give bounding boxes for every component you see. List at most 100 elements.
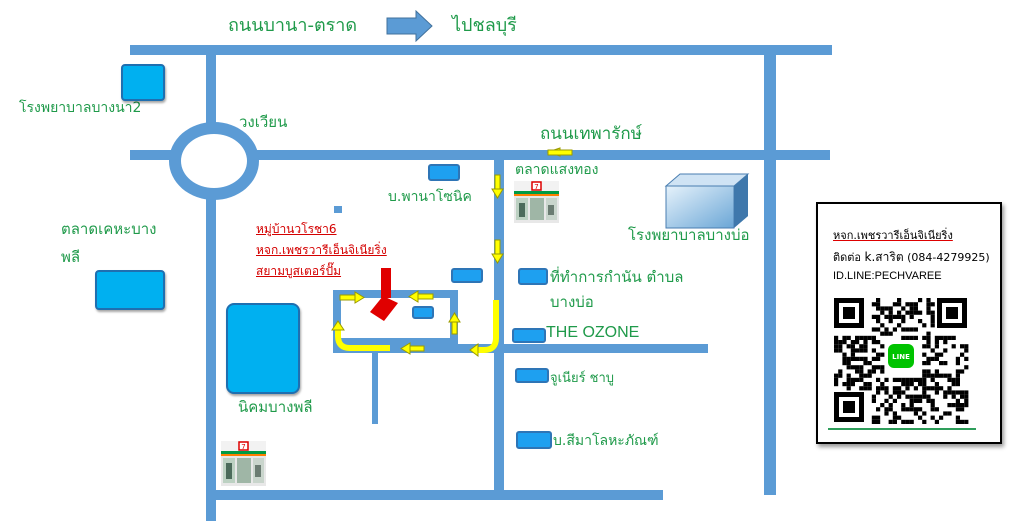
qr-module	[909, 310, 914, 315]
yellow-arrow-icon	[448, 312, 461, 335]
qr-module	[926, 344, 931, 349]
qr-module	[955, 403, 960, 408]
qr-module	[855, 356, 860, 361]
industrial-estate-building	[226, 303, 300, 394]
qr-module	[930, 356, 935, 361]
qr-module	[913, 310, 918, 315]
storefront-photo-icon: 7	[221, 441, 266, 486]
road-soi-stub	[372, 352, 378, 424]
qr-module	[943, 373, 948, 378]
qr-module	[901, 382, 906, 387]
qr-module	[955, 356, 960, 361]
qr-module	[888, 407, 893, 412]
qr-module	[934, 419, 939, 424]
qr-module	[876, 415, 881, 420]
qr-module	[947, 373, 952, 378]
qr-module	[888, 419, 893, 424]
qr-module	[850, 348, 855, 353]
qr-module	[934, 390, 939, 395]
qr-module	[880, 382, 885, 387]
company-pump-label: สยามบูสเตอร์ปั๊ม	[256, 264, 342, 278]
qr-module	[871, 365, 876, 370]
qr-module	[909, 327, 914, 332]
qr-module	[884, 306, 889, 311]
qr-module	[859, 356, 864, 361]
qr-module	[859, 386, 864, 391]
yellow-arrow-icon	[408, 290, 434, 303]
qr-module	[855, 348, 860, 353]
qr-module	[934, 407, 939, 412]
qr-module	[901, 377, 906, 382]
qr-module	[930, 373, 935, 378]
qr-module	[892, 411, 897, 416]
qr-module	[871, 356, 876, 361]
qr-module	[913, 407, 918, 412]
qr-module	[867, 382, 872, 387]
qr-module	[909, 407, 914, 412]
qr-module	[850, 365, 855, 370]
qr-module	[926, 335, 931, 340]
road-bottom	[207, 490, 663, 500]
qr-module	[930, 323, 935, 328]
qr-module	[939, 352, 944, 357]
qr-module	[838, 369, 843, 374]
qr-module	[876, 386, 881, 391]
qr-module	[901, 390, 906, 395]
ozone-building	[512, 328, 546, 343]
hospital-bangna2-building	[121, 64, 165, 101]
qr-module	[871, 327, 876, 332]
building-icon	[664, 173, 750, 229]
qr-module	[876, 298, 881, 303]
junior-building	[515, 368, 549, 383]
qr-module	[955, 407, 960, 412]
qr-module	[951, 382, 956, 387]
qr-module	[960, 394, 965, 399]
qr-module	[888, 314, 893, 319]
qr-module	[842, 361, 847, 366]
qr-module	[964, 419, 969, 424]
qr-module	[926, 369, 931, 374]
qr-module	[922, 323, 927, 328]
qr-module	[922, 335, 927, 340]
qr-module	[867, 335, 872, 340]
qr-module	[842, 382, 847, 387]
qr-module	[876, 306, 881, 311]
qr-module	[926, 386, 931, 391]
qr-module	[943, 411, 948, 416]
qr-module	[951, 390, 956, 395]
qr-module	[955, 373, 960, 378]
qr-module	[943, 361, 948, 366]
qr-module	[850, 344, 855, 349]
qr-module	[876, 390, 881, 395]
qr-module	[955, 415, 960, 420]
qr-module	[892, 390, 897, 395]
qr-module	[926, 340, 931, 345]
qr-module	[876, 356, 881, 361]
yellow-arrow-icon	[478, 300, 499, 353]
qr-module	[842, 340, 847, 345]
qr-module	[926, 373, 931, 378]
qr-module	[909, 335, 914, 340]
qr-module	[859, 344, 864, 349]
qr-module	[947, 335, 952, 340]
qr-module	[951, 344, 956, 349]
qr-module	[934, 344, 939, 349]
qr-module	[888, 403, 893, 408]
qr-module	[863, 373, 868, 378]
qr-module	[964, 344, 969, 349]
qr-module	[934, 386, 939, 391]
small-building	[451, 268, 483, 283]
qr-module	[888, 394, 893, 399]
qr-module	[842, 356, 847, 361]
qr-module	[834, 344, 839, 349]
qr-module	[892, 302, 897, 307]
qr-code-icon: LINE	[832, 296, 969, 424]
qr-module	[955, 377, 960, 382]
qr-module	[964, 403, 969, 408]
qr-module	[855, 340, 860, 345]
qr-module	[850, 377, 855, 382]
qr-module	[863, 386, 868, 391]
qr-module	[846, 344, 851, 349]
qr-module	[863, 348, 868, 353]
qr-module	[842, 352, 847, 357]
